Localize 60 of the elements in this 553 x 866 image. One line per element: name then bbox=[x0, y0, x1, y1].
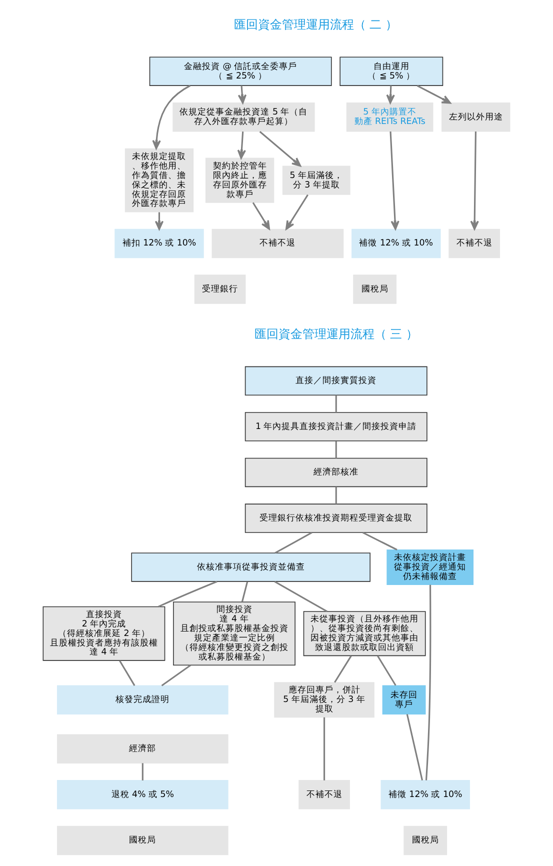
node-box: 契約於控管年限內終止，應存回原外匯存款專戶 bbox=[205, 158, 274, 203]
connector bbox=[274, 532, 312, 554]
node-box: 直接投資 2 年內完成 （得經核准展延 2 年） 且股權投資者應持有該股權達 4 年 bbox=[42, 606, 166, 661]
connector bbox=[406, 714, 424, 780]
node-box: 補徵 12% 或 10% bbox=[380, 780, 470, 810]
node-box: 左列以外用途 bbox=[442, 102, 510, 132]
arrow bbox=[259, 131, 302, 167]
connector bbox=[158, 580, 218, 608]
connector bbox=[335, 440, 337, 458]
node-box: 未從事投資（且外移作他用）、從事投資後尚有剩餘、因被投資方減資或其他事由致退還股款或取回出資額 bbox=[303, 611, 426, 656]
node-box: 5 年屆滿後，分 3 年提取 bbox=[282, 166, 350, 195]
connector bbox=[425, 584, 432, 780]
node-box: 國稅局 bbox=[404, 826, 448, 856]
connector bbox=[335, 395, 337, 412]
node-box: 依規定從事金融投資達 5 年（自存入外匯存款專戶起算） bbox=[172, 102, 315, 132]
arrow bbox=[238, 86, 247, 104]
node-box: 未存回專戶 bbox=[382, 685, 426, 714]
node-box: 經濟部核准 bbox=[244, 458, 428, 488]
node-box: 應存回專戶，併計 5 年屆滿後，分 3 年提取 bbox=[274, 682, 374, 718]
node-box: 1 年內提具直接投資計畫／間接投資申請 bbox=[244, 412, 428, 442]
node-box: 補扣 12% 或 10% bbox=[114, 228, 204, 258]
node-box: 國稅局 bbox=[56, 826, 228, 856]
arrow bbox=[252, 202, 270, 230]
node-box: 5 年內購置不動產 REITs REATs bbox=[346, 102, 434, 132]
node-box: 經濟部 bbox=[56, 734, 228, 764]
connector bbox=[142, 763, 144, 780]
connector bbox=[241, 582, 248, 602]
arrow bbox=[390, 131, 400, 230]
label: 匯回資金管理運用流程（ 三 ） bbox=[254, 326, 418, 341]
arrow bbox=[285, 194, 308, 230]
node-box: 受理銀行 bbox=[194, 274, 246, 304]
node-box: 未依核定投資計畫從事投資／經通知仍未補報備查 bbox=[386, 549, 474, 585]
arrow bbox=[386, 86, 395, 104]
connector bbox=[362, 532, 398, 550]
connector bbox=[377, 656, 396, 686]
node-box: 受理銀行依核准投資期程受理資金提取 bbox=[244, 504, 428, 533]
node-box: 不補不退 bbox=[212, 228, 344, 258]
node-box: 自由運用 （ ≦ 5% ） bbox=[340, 56, 444, 86]
node-box: 核發完成證明 bbox=[56, 685, 228, 714]
arrow bbox=[237, 132, 246, 159]
connector bbox=[334, 656, 352, 683]
connector bbox=[161, 664, 192, 686]
connector bbox=[274, 580, 328, 612]
connector bbox=[323, 717, 326, 780]
connector bbox=[335, 486, 337, 504]
node-box: 不補不退 bbox=[298, 780, 350, 810]
label: 匯回資金管理運用流程（ 二 ） bbox=[234, 17, 398, 32]
arrow bbox=[152, 84, 191, 150]
node-box: 間接投資 達 4 年 且創投或私募股權基金投資規定產業達一定比例 （得經核准變更投資之創投或私募股權基金） bbox=[173, 602, 296, 666]
arrow bbox=[470, 132, 479, 230]
connector bbox=[119, 660, 136, 686]
node-box: 不補不退 bbox=[448, 228, 500, 258]
node-box: 依核准事項從事投資並備查 bbox=[131, 552, 370, 582]
node-box: 國稅局 bbox=[353, 274, 397, 304]
node-box: 直接／間接實質投資 bbox=[244, 366, 428, 396]
arrow bbox=[416, 84, 452, 104]
node-box: 補徵 12% 或 10% bbox=[352, 228, 441, 258]
node-box: 退稅 4% 或 5% bbox=[56, 780, 228, 810]
node-box: 金融投資 @ 信託或全委專戶 （ ≦ 25% ） bbox=[149, 56, 332, 86]
node-box: 未依規定提取、移作他用、作為質借、擔保之標的、未依規定存回原外匯存款專戶 bbox=[124, 148, 194, 212]
